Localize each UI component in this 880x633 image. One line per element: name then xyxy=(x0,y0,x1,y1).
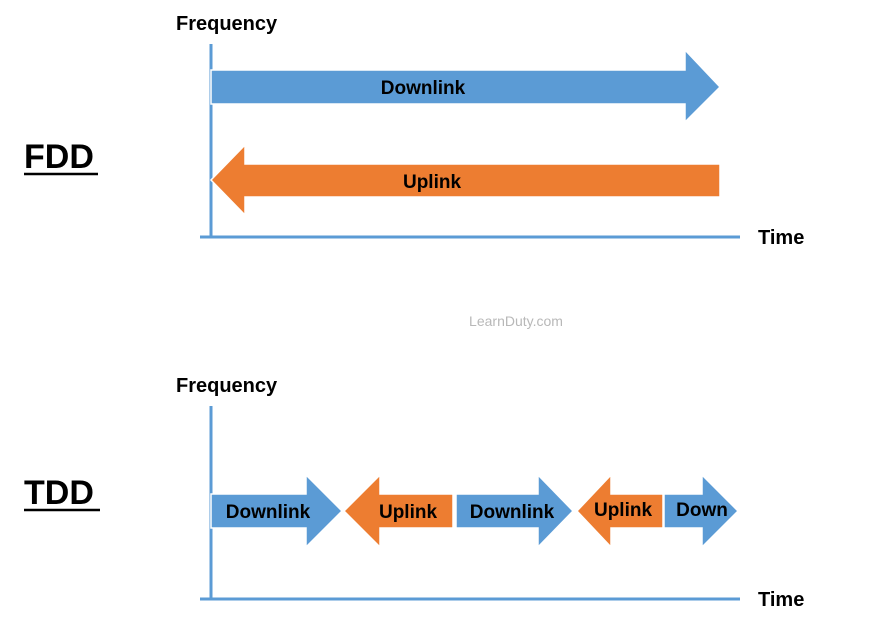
tdd-downlink-arrow-1: Downlink xyxy=(210,473,344,549)
fdd-uplink-label: Uplink xyxy=(403,172,461,193)
tdd-time-label: Time xyxy=(758,589,804,611)
watermark: LearnDuty.com xyxy=(469,313,563,329)
tdd-uplink-arrow-1: Uplink xyxy=(342,473,454,549)
tdd-frequency-label: Frequency xyxy=(176,375,278,397)
fdd-panel: FDD Frequency Time Downlink Uplink xyxy=(24,13,804,249)
fdd-frequency-label: Frequency xyxy=(176,13,278,35)
fdd-downlink-label: Downlink xyxy=(381,78,466,99)
tdd-downlink-label-1: Downlink xyxy=(226,502,311,523)
tdd-downlink-arrow-2: Downlink xyxy=(455,473,575,549)
tdd-uplink-arrow-2: Uplink xyxy=(575,473,664,549)
fdd-label: FDD xyxy=(24,138,94,176)
fdd-downlink-arrow: Downlink xyxy=(210,48,722,124)
tdd-downlink-label-3: Down xyxy=(676,500,728,521)
tdd-uplink-label-2: Uplink xyxy=(594,500,652,521)
tdd-label: TDD xyxy=(24,474,94,512)
fdd-uplink-arrow: Uplink xyxy=(209,143,721,217)
fdd-time-label: Time xyxy=(758,227,804,249)
tdd-downlink-arrow-3: Down xyxy=(663,473,740,549)
tdd-panel: TDD Frequency Time Downlink Uplink Downl… xyxy=(24,375,804,611)
tdd-downlink-label-2: Downlink xyxy=(470,502,555,523)
tdd-uplink-label-1: Uplink xyxy=(379,502,437,523)
